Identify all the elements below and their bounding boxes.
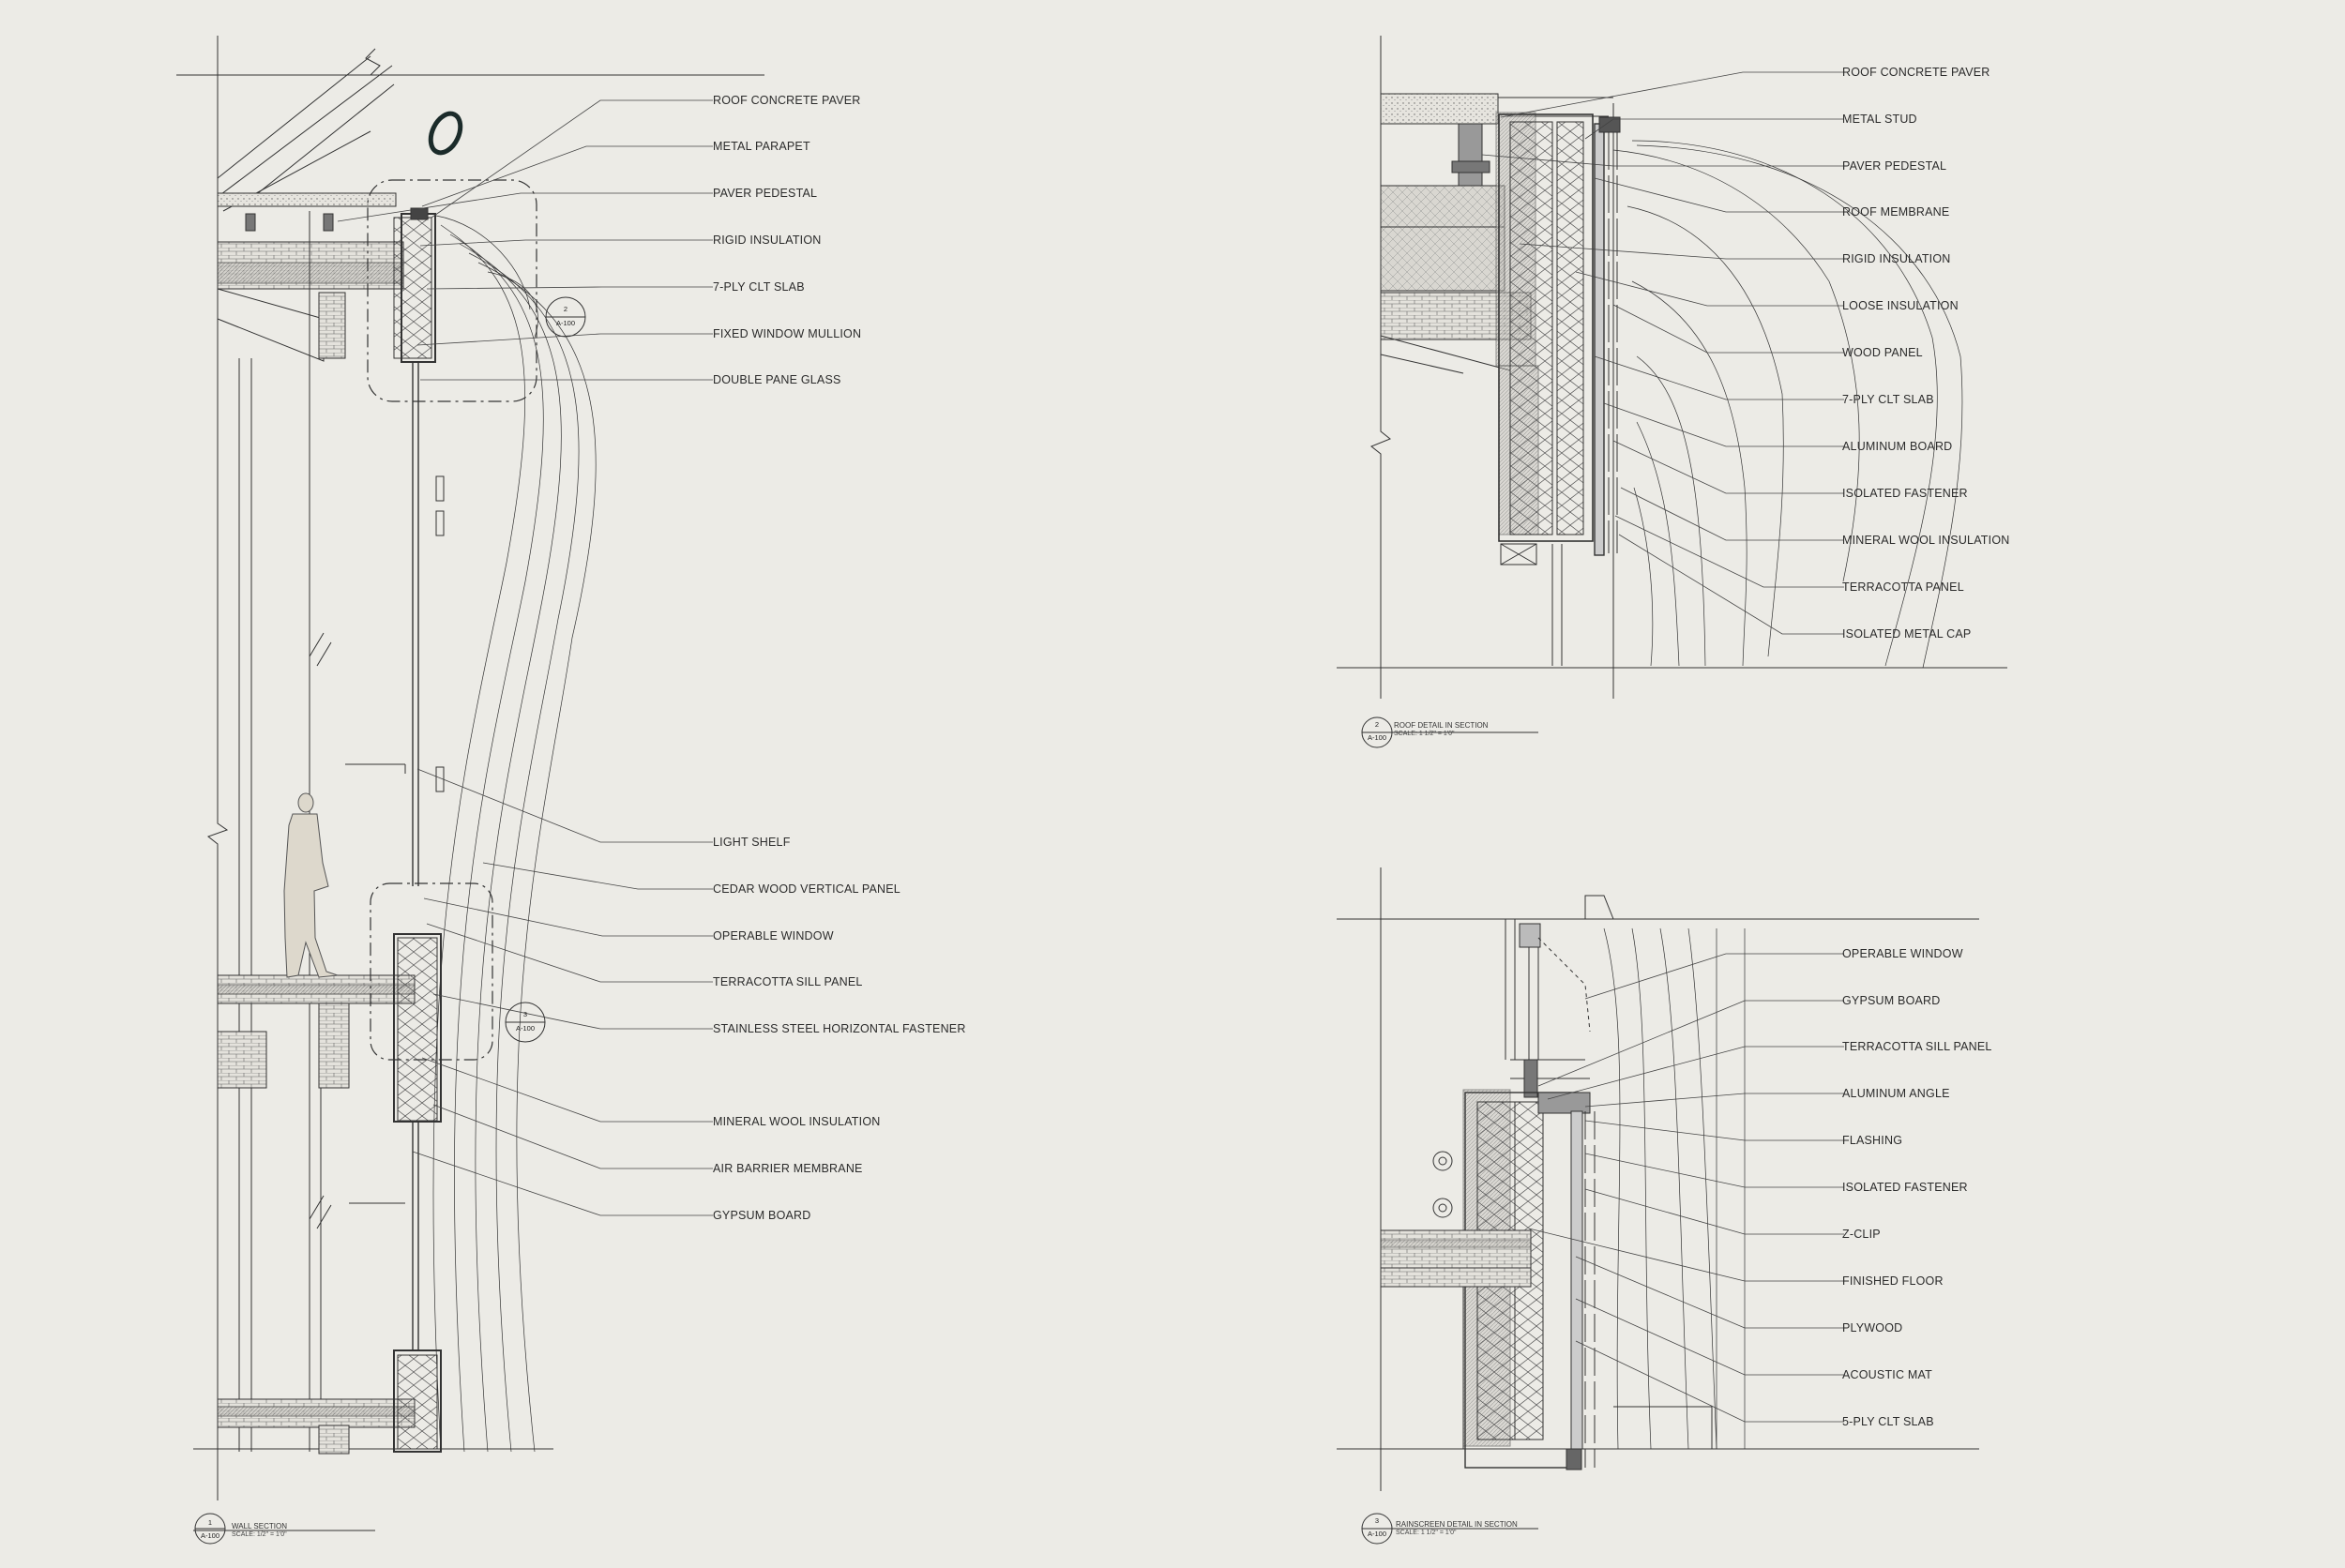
label-terracotta-sill-panel: TERRACOTTA SILL PANEL	[713, 975, 863, 988]
label-7-ply-clt-slab: 7-PLY CLT SLAB	[713, 280, 805, 294]
label-rigid-insulation: RIGID INSULATION	[1842, 252, 1951, 265]
title-number: 2	[1374, 720, 1380, 729]
label-operable-window: OPERABLE WINDOW	[713, 929, 834, 942]
label-finished-floor: FINISHED FLOOR	[1842, 1274, 1944, 1288]
label-gypsum-board: GYPSUM BOARD	[713, 1209, 811, 1222]
label-operable-window: OPERABLE WINDOW	[1842, 947, 1963, 960]
callout-bubble-number: 3	[522, 1010, 528, 1018]
label-isolated-fastener: ISOLATED FASTENER	[1842, 487, 1968, 500]
label-terracotta-panel: TERRACOTTA PANEL	[1842, 580, 1964, 594]
title-number: 3	[1374, 1516, 1380, 1525]
label-cedar-wood-vertical-panel: CEDAR WOOD VERTICAL PANEL	[713, 882, 900, 896]
label-plywood: PLYWOOD	[1842, 1321, 1903, 1334]
title-text: WALL SECTION	[232, 1522, 287, 1530]
label-roof-concrete-paver: ROOF CONCRETE PAVER	[713, 94, 861, 107]
label-acoustic-mat: ACOUSTIC MAT	[1842, 1368, 1932, 1381]
label-gypsum-board: GYPSUM BOARD	[1842, 994, 1941, 1007]
title-sheet: A-100	[200, 1531, 219, 1540]
title-scale: SCALE: 1/2" = 1'0"	[232, 1531, 287, 1538]
label-flashing: FLASHING	[1842, 1134, 1903, 1147]
label-isolated-fastener: ISOLATED FASTENER	[1842, 1181, 1968, 1194]
label-mineral-wool-insulation: MINERAL WOOL INSULATION	[1842, 534, 2010, 547]
title-number: 1	[207, 1518, 213, 1527]
label-light-shelf: LIGHT SHELF	[713, 836, 791, 849]
label-paver-pedestal: PAVER PEDESTAL	[713, 187, 818, 200]
label-5-ply-clt-slab: 5-PLY CLT SLAB	[1842, 1415, 1934, 1428]
label-wood-panel: WOOD PANEL	[1842, 346, 1923, 359]
label-loose-insulation: LOOSE INSULATION	[1842, 299, 1959, 312]
wall-section-drawing	[176, 36, 764, 1545]
callout-bubble-sheet: A-100	[555, 319, 575, 327]
title-text: ROOF DETAIL IN SECTION	[1394, 721, 1489, 730]
rainscreen-detail-drawing	[1337, 867, 1979, 1545]
roof-detail-drawing	[1337, 36, 2007, 748]
label-metal-stud: METAL STUD	[1842, 113, 1917, 126]
label-double-pane-glass: DOUBLE PANE GLASS	[713, 373, 841, 386]
label-rigid-insulation: RIGID INSULATION	[713, 234, 822, 247]
label-terracotta-sill-panel: TERRACOTTA SILL PANEL	[1842, 1040, 1992, 1053]
label-7-ply-clt-slab: 7-PLY CLT SLAB	[1842, 393, 1934, 406]
callout-bubble-sheet: A-100	[515, 1024, 535, 1033]
title-sheet: A-100	[1367, 733, 1386, 742]
label-mineral-wool-insulation: MINERAL WOOL INSULATION	[713, 1115, 881, 1128]
title-text: RAINSCREEN DETAIL IN SECTION	[1396, 1520, 1518, 1529]
label-roof-concrete-paver: ROOF CONCRETE PAVER	[1842, 66, 1990, 79]
label-stainless-steel-horizontal-fastener: STAINLESS STEEL HORIZONTAL FASTENER	[713, 1022, 966, 1035]
title-scale: SCALE: 1 1/2" = 1'0"	[1396, 1530, 1457, 1536]
label-isolated-metal-cap: ISOLATED METAL CAP	[1842, 627, 1972, 641]
label-metal-parapet: METAL PARAPET	[713, 140, 810, 153]
label-aluminum-board: ALUMINUM BOARD	[1842, 440, 1953, 453]
title-sheet: A-100	[1367, 1530, 1386, 1538]
title-scale: SCALE: 1 1/2" = 1'0"	[1394, 731, 1455, 737]
label-paver-pedestal: PAVER PEDESTAL	[1842, 159, 1947, 173]
label-air-barrier-membrane: AIR BARRIER MEMBRANE	[713, 1162, 863, 1175]
label-roof-membrane: ROOF MEMBRANE	[1842, 205, 1950, 219]
label-aluminum-angle: ALUMINUM ANGLE	[1842, 1087, 1950, 1100]
label-fixed-window-mullion: FIXED WINDOW MULLION	[713, 327, 862, 340]
label-z-clip: Z-CLIP	[1842, 1228, 1881, 1241]
callout-bubble-number: 2	[563, 305, 568, 313]
